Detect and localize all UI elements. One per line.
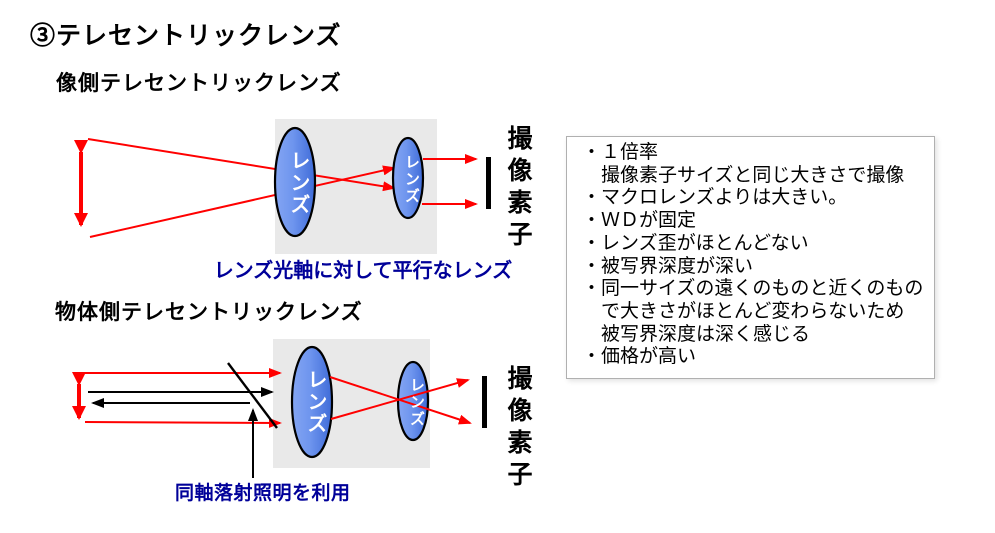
note-line: ・ＷＤが固定: [582, 210, 697, 232]
front-lens-label-2: レンズ: [304, 369, 326, 435]
front-lens-label-1: レンズ: [287, 150, 309, 216]
note-line: 撮像素子サイズと同じ大きさで撮像: [582, 164, 905, 186]
features-note-box: ・１倍率 撮像素子サイズと同じ大きさで撮像 ・マクロレンズよりは大きい。 ・ＷＤ…: [566, 136, 935, 379]
ray-object-bottom-1: [89, 165, 396, 238]
note-line: ・１倍率: [582, 142, 659, 163]
sensor-bar-1: [486, 157, 491, 209]
caption-image-side: レンズ光軸に対して平行なレンズ: [213, 260, 513, 282]
ray-cross-up-2: [330, 378, 470, 420]
rear-lens-2: [396, 360, 430, 442]
sensor-label-2: 撮像素子: [504, 365, 531, 493]
page-title: ③テレセントリックレンズ: [30, 23, 342, 50]
front-lens-1: [273, 126, 317, 238]
note-line: ・マクロレンズよりは大きい。: [582, 187, 848, 209]
heading-object-side: 物体側テレセントリックレンズ: [55, 300, 363, 324]
caption-object-side: 同軸落射照明を利用: [175, 483, 351, 504]
note-line: ・被写界深度が深い: [582, 255, 754, 277]
rear-lens-label-2: レンズ: [408, 376, 425, 428]
note-line: ・価格が高い: [582, 346, 697, 368]
heading-image-side: 像側テレセントリックレンズ: [56, 71, 342, 95]
note-line: 被写界深度は深く感じる: [582, 323, 811, 345]
beam-splitter-line: [227, 362, 278, 429]
sensor-label-1: 撮像素子: [504, 125, 531, 253]
rear-lens-label-1: レンズ: [403, 153, 420, 205]
note-line: ・レンズ歪がほとんどない: [582, 232, 809, 254]
ray-object-bottom-2: [84, 417, 282, 428]
note-line: ・同一サイズの遠くのものと近くのもの: [582, 278, 924, 300]
front-lens-2: [290, 345, 334, 459]
note-line: で大きさがほとんど変わらないため: [582, 300, 905, 322]
sensor-bar-2: [482, 376, 487, 428]
rear-lens-1: [391, 136, 425, 220]
